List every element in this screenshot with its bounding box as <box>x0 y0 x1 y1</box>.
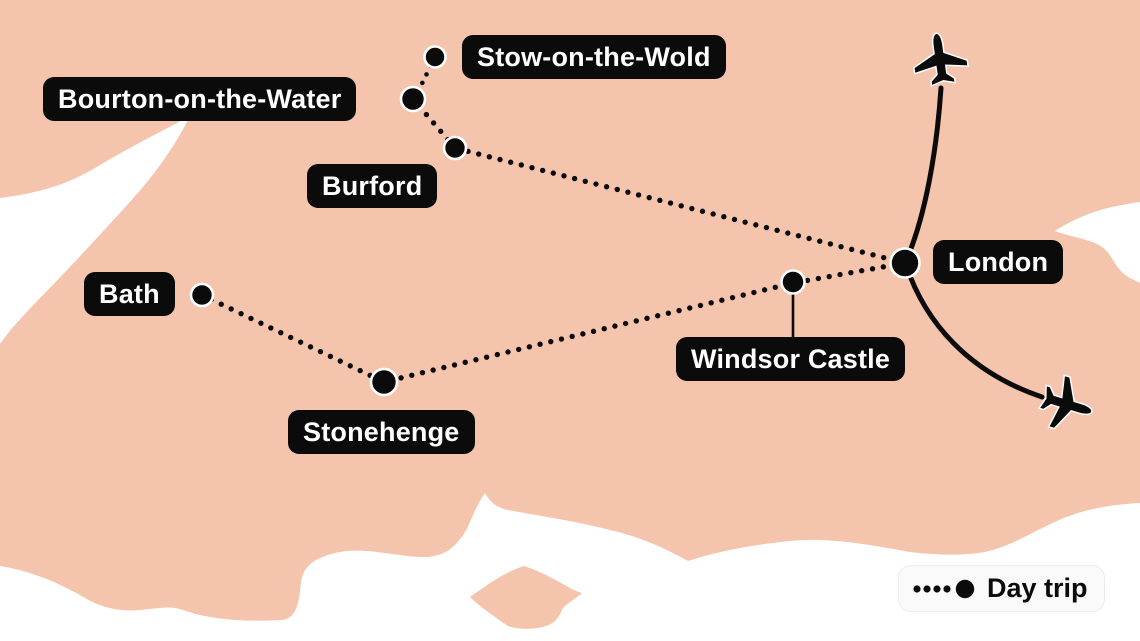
thames-estuary-water <box>1055 202 1140 283</box>
route-london-burford <box>452 145 908 266</box>
flight-path-south <box>903 262 1045 400</box>
label-text: Bath <box>99 279 160 309</box>
label-bath: Bath <box>84 272 175 316</box>
marker-burford <box>442 135 468 161</box>
dotted-line-with-stop-icon <box>913 579 975 598</box>
marker-bath <box>189 282 215 308</box>
marker-bourton-on-the-water <box>399 85 427 113</box>
label-text: Bourton-on-the-Water <box>58 84 342 114</box>
marker-windsor-castle <box>780 269 806 295</box>
label-text: Windsor Castle <box>691 344 891 374</box>
marker-london <box>889 247 921 279</box>
label-text: Stow-on-the-Wold <box>477 42 711 72</box>
label-text: London <box>948 247 1049 277</box>
legend-label: Day trip <box>987 573 1088 603</box>
label-bourton-on-the-water: Bourton-on-the-Water <box>43 77 357 121</box>
marker-stonehenge <box>369 367 399 397</box>
place-markers <box>189 45 921 397</box>
legend: Day trip <box>898 565 1105 612</box>
label-london: London <box>933 240 1064 284</box>
label-stonehenge: Stonehenge <box>288 410 475 454</box>
english-channel-water <box>0 493 1140 641</box>
route-london-windsor-stonehenge-bath <box>199 260 908 385</box>
label-text: Stonehenge <box>303 417 460 447</box>
label-windsor-castle: Windsor Castle <box>676 337 906 381</box>
label-stow-on-the-wold: Stow-on-the-Wold <box>462 35 726 79</box>
flight-paths <box>903 85 1045 400</box>
label-text: Burford <box>322 171 423 201</box>
marker-stow-on-the-wold <box>423 45 447 69</box>
severn-estuary-water <box>0 116 190 344</box>
flight-path-north <box>903 85 944 264</box>
label-burford: Burford <box>307 164 438 208</box>
isle-of-wight <box>470 566 582 629</box>
